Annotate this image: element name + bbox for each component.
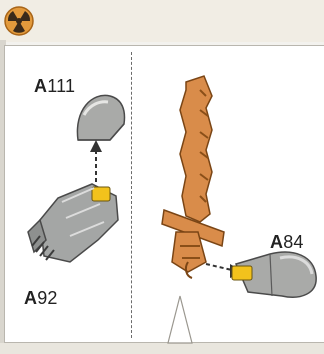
attach-arrow-up-icon xyxy=(90,140,102,182)
part-a84-icon xyxy=(232,252,316,297)
part-a111-icon xyxy=(77,95,124,140)
part-label-a92: A92 xyxy=(24,288,58,309)
part-a92-icon xyxy=(28,184,118,262)
part-label-a111: A111 xyxy=(34,76,75,97)
chainsword-icon xyxy=(162,76,224,278)
panel-pointer-icon xyxy=(168,296,192,343)
part-label-a84: A84 xyxy=(270,232,304,253)
